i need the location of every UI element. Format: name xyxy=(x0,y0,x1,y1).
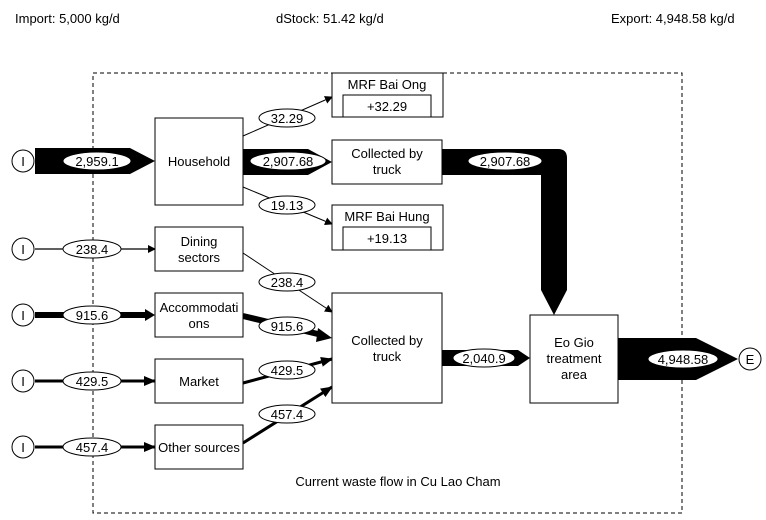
flow-value-dining-truck: 238.4 xyxy=(258,272,316,292)
arrowhead-accommodations-truck xyxy=(316,328,332,342)
svg-text:2,040.9: 2,040.9 xyxy=(462,351,505,366)
flow-value-truck-eogio-top: 2,907.68 xyxy=(467,151,543,171)
label-market: Market xyxy=(179,374,219,389)
node-collected-top xyxy=(331,139,443,185)
svg-text:2,907.68: 2,907.68 xyxy=(480,154,531,169)
svg-text:19.13: 19.13 xyxy=(271,198,304,213)
flow-value-household-truck: 2,907.68 xyxy=(249,151,327,171)
flow-value-other-truck: 457.4 xyxy=(258,404,316,424)
flow-value-import-accommodations: 915.6 xyxy=(62,305,122,325)
import-terminal-dining: I xyxy=(11,237,35,261)
svg-text:2,907.68: 2,907.68 xyxy=(263,154,314,169)
label-accommodations-1: Accommodati xyxy=(160,300,239,315)
import-total: Import: 5,000 kg/d xyxy=(15,11,120,26)
flow-value-import-household: 2,959.1 xyxy=(62,151,132,171)
export-total: Export: 4,948.58 kg/d xyxy=(611,11,735,26)
svg-text:429.5: 429.5 xyxy=(271,363,304,378)
flow-value-household-bai-ong: 32.29 xyxy=(258,108,316,128)
svg-text:2,959.1: 2,959.1 xyxy=(75,154,118,169)
node-other xyxy=(154,424,244,470)
svg-text:4,948.58: 4,948.58 xyxy=(658,352,709,367)
label-mrf-bai-ong: MRF Bai Ong xyxy=(348,77,427,92)
dstock-total: dStock: 51.42 kg/d xyxy=(276,11,384,26)
label-collected-top-2: truck xyxy=(373,162,402,177)
svg-text:I: I xyxy=(21,440,25,455)
svg-text:457.4: 457.4 xyxy=(271,407,304,422)
node-household xyxy=(154,117,244,206)
import-terminal-market: I xyxy=(11,369,35,393)
node-market xyxy=(154,358,244,404)
flow-value-truck-bottom-eogio: 2,040.9 xyxy=(452,348,516,368)
label-collected-top-1: Collected by xyxy=(351,146,423,161)
arrowhead-accommodations xyxy=(145,309,155,321)
import-terminal-household: I xyxy=(11,149,35,173)
label-accommodations-2: ons xyxy=(189,316,210,331)
flow-value-import-other: 457.4 xyxy=(62,437,122,457)
flow-value-import-market: 429.5 xyxy=(62,371,122,391)
label-collected-bottom-2: truck xyxy=(373,349,402,364)
label-household: Household xyxy=(168,154,230,169)
svg-text:915.6: 915.6 xyxy=(76,308,109,323)
stock-bai-ong: +32.29 xyxy=(367,99,407,114)
node-accommodations xyxy=(154,292,244,338)
label-eo-gio-1: Eo Gio xyxy=(554,335,594,350)
stock-box-bai-hung xyxy=(342,226,432,251)
flow-value-household-bai-hung: 19.13 xyxy=(258,195,316,215)
label-dining-2: sectors xyxy=(178,250,220,265)
svg-text:E: E xyxy=(746,352,755,367)
svg-text:I: I xyxy=(21,308,25,323)
svg-text:32.29: 32.29 xyxy=(271,111,304,126)
flow-value-import-dining: 238.4 xyxy=(62,239,122,259)
label-eo-gio-2: treatment xyxy=(547,351,602,366)
flow-value-eogio-export: 4,948.58 xyxy=(647,349,719,369)
flow-truck-eogio-top-band xyxy=(442,149,567,315)
svg-text:I: I xyxy=(21,242,25,257)
label-collected-bottom-1: Collected by xyxy=(351,333,423,348)
label-other: Other sources xyxy=(158,440,240,455)
svg-text:238.4: 238.4 xyxy=(271,275,304,290)
node-eo-gio xyxy=(529,314,619,404)
stock-bai-hung: +19.13 xyxy=(367,231,407,246)
diagram-caption: Current waste flow in Cu Lao Cham xyxy=(295,474,500,489)
flow-value-market-truck: 429.5 xyxy=(258,360,316,380)
export-terminal: E xyxy=(738,347,762,371)
svg-text:I: I xyxy=(21,154,25,169)
svg-text:915.6: 915.6 xyxy=(271,319,304,334)
import-terminal-other: I xyxy=(11,435,35,459)
node-dining xyxy=(154,226,244,272)
node-collected-bottom xyxy=(331,292,443,404)
label-eo-gio-3: area xyxy=(561,367,588,382)
svg-text:I: I xyxy=(21,374,25,389)
import-terminal-accommodations: I xyxy=(11,303,35,327)
svg-text:457.4: 457.4 xyxy=(76,440,109,455)
svg-text:429.5: 429.5 xyxy=(76,374,109,389)
stock-box-bai-ong xyxy=(342,94,432,118)
svg-text:238.4: 238.4 xyxy=(76,242,109,257)
label-mrf-bai-hung: MRF Bai Hung xyxy=(344,209,429,224)
label-dining-1: Dining xyxy=(181,234,218,249)
flow-value-accommodations-truck: 915.6 xyxy=(258,316,316,336)
